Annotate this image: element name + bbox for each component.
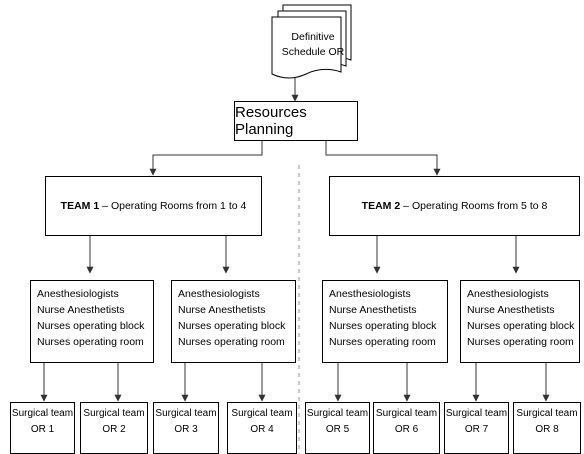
resources-planning-label: Resources Planning xyxy=(235,104,307,138)
surgical-team-or6: Surgical team OR 6 xyxy=(373,402,440,454)
document-label: Definitive Schedule OR xyxy=(278,30,348,60)
surgical-team-or: OR 7 xyxy=(464,424,489,435)
staff-box-1: Anesthesiologists Nurse Anesthetists Nur… xyxy=(30,280,154,363)
surgical-team-label: Surgical team xyxy=(445,408,508,419)
team2-description: Operating Rooms from 5 to 8 xyxy=(411,200,548,212)
staff-line: Anesthesiologists xyxy=(467,288,549,300)
connector-planning-team2 xyxy=(325,140,441,176)
staff-line: Nurses operating block xyxy=(329,320,437,332)
staff-line: Anesthesiologists xyxy=(178,288,260,300)
resources-planning-box: Resources Planning xyxy=(234,101,358,141)
staff-line: Nurses operating room xyxy=(329,336,436,348)
team1-description: Operating Rooms from 1 to 4 xyxy=(110,200,247,212)
document-label-line2: Schedule OR xyxy=(281,46,345,58)
surgical-team-or: OR 3 xyxy=(174,424,198,435)
surgical-team-label: Surgical team xyxy=(83,408,145,419)
staff-line: Nurse Anesthetists xyxy=(467,304,555,316)
team1-name: TEAM 1 xyxy=(60,200,100,212)
surgical-team-label: Surgical team xyxy=(231,408,293,419)
surgical-team-or1: Surgical team OR 1 xyxy=(10,402,75,454)
surgical-team-or: OR 1 xyxy=(30,424,55,435)
surgical-team-label: Surgical team xyxy=(306,408,369,419)
staff-line: Nurse Anesthetists xyxy=(37,304,125,316)
team2-box: TEAM 2 – Operating Rooms from 5 to 8 xyxy=(329,176,580,236)
surgical-team-or7: Surgical team OR 7 xyxy=(444,402,509,454)
staff-box-2: Anesthesiologists Nurse Anesthetists Nur… xyxy=(171,280,296,363)
surgical-team-label: Surgical team xyxy=(516,408,578,419)
staff-line: Nurses operating room xyxy=(178,336,285,348)
surgical-team-or8: Surgical team OR 8 xyxy=(513,402,581,454)
staff-line: Nurse Anesthetists xyxy=(329,304,417,316)
staff-line: Nurses operating block xyxy=(37,320,145,332)
staff-line: Anesthesiologists xyxy=(37,288,119,300)
team1-separator: – xyxy=(102,200,111,212)
document-shape xyxy=(271,4,352,79)
surgical-team-or4: Surgical team OR 4 xyxy=(227,402,297,454)
surgical-team-or: OR 2 xyxy=(102,424,126,435)
staff-box-3: Anesthesiologists Nurse Anesthetists Nur… xyxy=(322,280,448,363)
surgical-team-label: Surgical team xyxy=(11,408,74,419)
surgical-team-label: Surgical team xyxy=(375,408,438,419)
surgical-team-or: OR 4 xyxy=(250,424,274,435)
staff-line: Nurses operating room xyxy=(37,336,144,348)
surgical-team-or2: Surgical team OR 2 xyxy=(80,402,148,454)
staff-line: Nurses operating room xyxy=(467,336,574,348)
surgical-team-or: OR 5 xyxy=(325,424,350,435)
staff-line: Nurse Anesthetists xyxy=(178,304,266,316)
staff-line: Anesthesiologists xyxy=(329,288,411,300)
team2-name: TEAM 2 xyxy=(361,200,401,212)
surgical-team-label: Surgical team xyxy=(155,408,217,419)
surgical-team-or: OR 6 xyxy=(394,424,419,435)
staff-box-4: Anesthesiologists Nurse Anesthetists Nur… xyxy=(460,280,580,363)
connector-planning-team1 xyxy=(149,140,263,176)
staff-line: Nurses operating block xyxy=(467,320,575,332)
surgical-team-or3: Surgical team OR 3 xyxy=(153,402,219,454)
document-label-line1: Definitive xyxy=(291,31,335,43)
staff-line: Nurses operating block xyxy=(178,320,286,332)
surgical-team-or: OR 8 xyxy=(535,424,559,435)
team2-separator: – xyxy=(403,200,412,212)
surgical-team-or5: Surgical team OR 5 xyxy=(305,402,370,454)
team1-box: TEAM 1 – Operating Rooms from 1 to 4 xyxy=(45,176,262,236)
